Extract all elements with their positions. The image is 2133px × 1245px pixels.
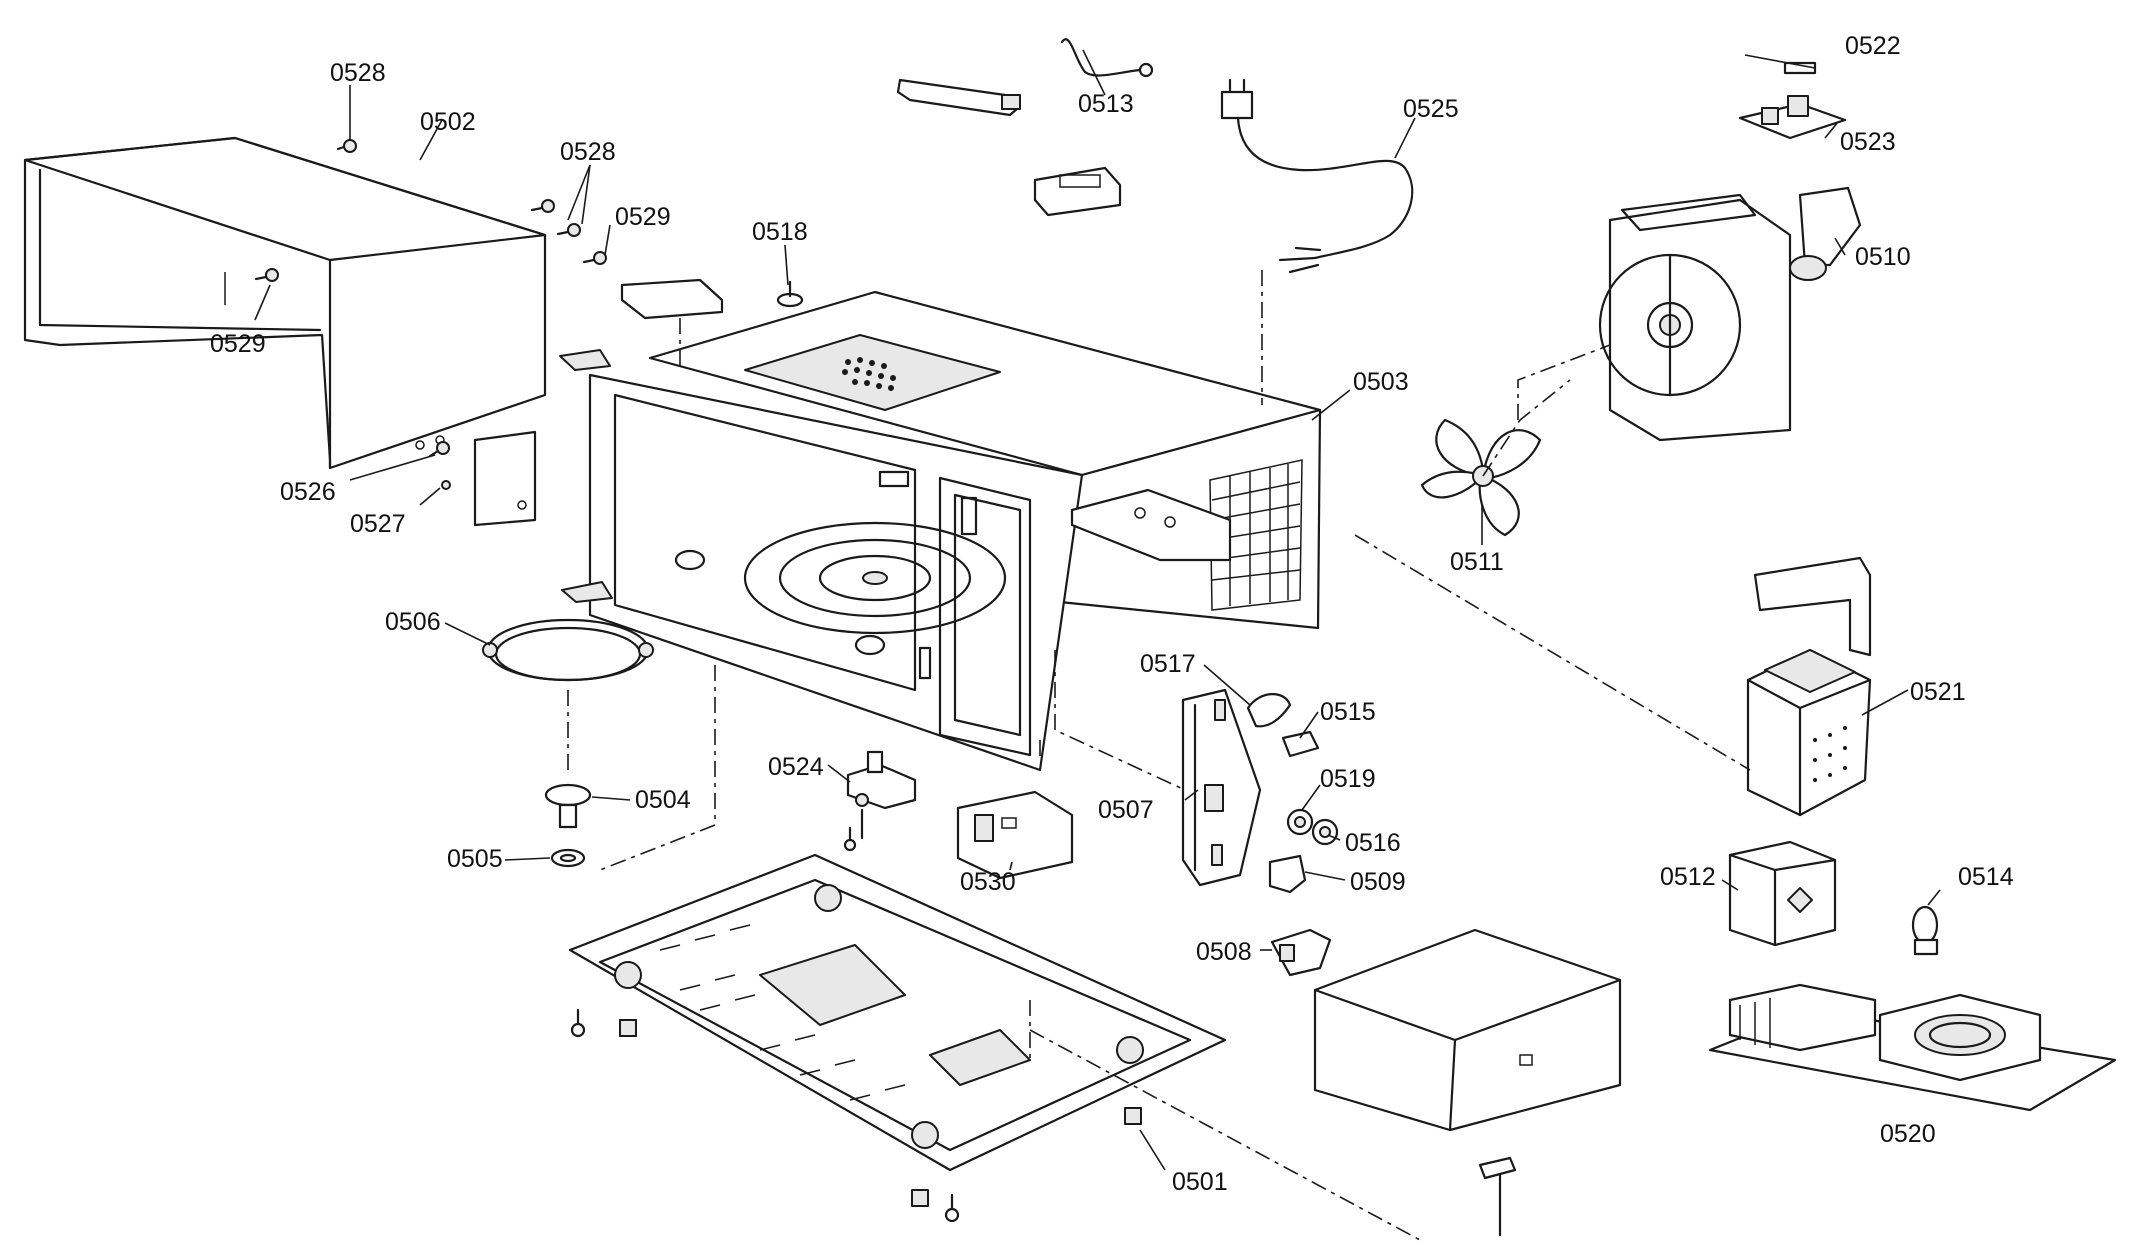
label-0517: 0517 — [1140, 650, 1196, 678]
label-0529b: 0529 — [210, 330, 266, 358]
label-0529a: 0529 — [615, 203, 671, 231]
noise-filter-board-0523 — [1738, 61, 1847, 140]
label-0516: 0516 — [1345, 829, 1401, 857]
part-top-block — [1033, 166, 1122, 217]
lamp-0514 — [1911, 905, 1939, 956]
base-plate-0501 — [568, 853, 1227, 1172]
part-top-connector — [896, 78, 1021, 117]
label-0514: 0514 — [1958, 863, 2014, 891]
capacitor-bracket-0512 — [1728, 840, 1837, 947]
label-0520: 0520 — [1880, 1120, 1936, 1148]
label-0518: 0518 — [752, 218, 808, 246]
label-0519: 0519 — [1320, 765, 1376, 793]
magnetron-0521 — [1746, 648, 1872, 817]
switch-0515 — [1281, 730, 1320, 758]
label-0501: 0501 — [1172, 1168, 1228, 1196]
part-number-labels: 0528 0502 0528 0529 0529 0526 0527 0518 … — [210, 32, 2014, 1196]
base-feet-and-screws — [570, 826, 1142, 1223]
label-0507: 0507 — [1098, 796, 1154, 824]
label-0525: 0525 — [1403, 95, 1459, 123]
switches-0519-0516 — [1286, 808, 1339, 846]
bracket-0530 — [956, 790, 1074, 880]
turntable-motor-0524 — [846, 750, 917, 840]
assembly-lines — [599, 344, 1751, 1241]
part-0513-wire — [1060, 38, 1154, 78]
label-0510: 0510 — [1855, 243, 1911, 271]
label-0527: 0527 — [350, 510, 406, 538]
label-0515: 0515 — [1320, 698, 1376, 726]
label-0528b: 0528 — [560, 138, 616, 166]
label-0524: 0524 — [768, 753, 824, 781]
switch-0508 — [1270, 928, 1332, 977]
magnetron-bracket — [1753, 556, 1872, 657]
label-0513: 0513 — [1078, 90, 1134, 118]
cavity-vent-grid — [1209, 459, 1303, 611]
switch-0509 — [1268, 854, 1307, 894]
washer-0505 — [550, 848, 586, 868]
label-0503: 0503 — [1353, 368, 1409, 396]
label-0521: 0521 — [1910, 678, 1966, 706]
coupler-0504 — [544, 783, 592, 829]
label-0526: 0526 — [280, 478, 336, 506]
label-0509: 0509 — [1350, 868, 1406, 896]
label-0528a: 0528 — [330, 59, 386, 87]
label-0502: 0502 — [420, 108, 476, 136]
cabinet-screws — [254, 139, 607, 490]
transformer-board-0520 — [1708, 983, 2117, 1112]
label-0512: 0512 — [1660, 863, 1716, 891]
lever-0517 — [1246, 693, 1292, 728]
fan-blade-0511 — [1420, 379, 1571, 537]
power-cord-0525 — [1220, 78, 1414, 405]
control-base-bracket — [1313, 928, 1622, 1132]
outer-cabinet-wrapper — [23, 136, 547, 470]
label-0523: 0523 — [1840, 128, 1896, 156]
label-0504: 0504 — [635, 786, 691, 814]
label-0506: 0506 — [385, 608, 441, 636]
top-bracket — [620, 278, 724, 370]
label-0522: 0522 — [1845, 32, 1901, 60]
leader-lines — [254, 49, 1941, 1171]
side-bracket — [473, 430, 537, 527]
label-0511: 0511 — [1450, 548, 1504, 576]
label-0508: 0508 — [1196, 938, 1252, 966]
bottom-bracket — [1478, 1156, 1517, 1237]
roller-ring-0506 — [482, 618, 654, 770]
label-0505: 0505 — [447, 845, 503, 873]
label-0530: 0530 — [960, 868, 1016, 896]
latch-board-0507 — [1181, 688, 1262, 887]
fan-motor-assembly-0510 — [1598, 186, 1862, 442]
oven-cavity-assembly — [559, 290, 1322, 772]
clip-0518 — [776, 280, 804, 308]
